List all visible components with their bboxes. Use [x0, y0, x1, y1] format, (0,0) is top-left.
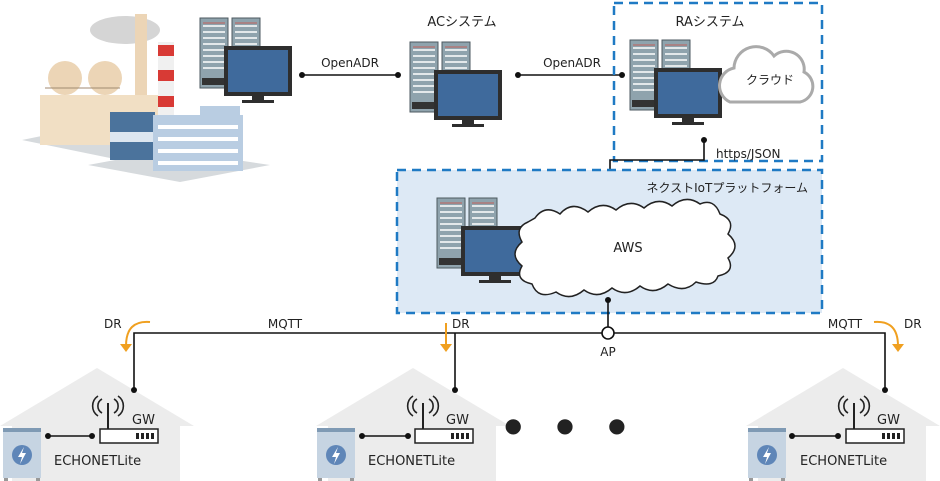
cloud-label: クラウド [746, 73, 794, 87]
ra-system-label: RAシステム [675, 15, 744, 30]
dr-arrow-icon [125, 320, 151, 347]
platform-label: ネクストIoTプラットフォーム [647, 181, 809, 195]
access-point-node [601, 326, 615, 340]
dr-label: DR [452, 317, 470, 331]
gw-label: GW [446, 413, 469, 428]
openadr-link-label-1: OpenADR [321, 56, 379, 70]
power-plant-illustration [22, 14, 270, 182]
aws-label: AWS [613, 241, 642, 256]
more-homes-ellipsis: ● ● ● [504, 413, 639, 437]
gw-label: GW [877, 413, 900, 428]
gw-label: GW [132, 413, 155, 428]
home-2: GW ECHONETLite DR [316, 317, 510, 481]
echonet-label: ECHONETLite [800, 454, 887, 469]
battery-icon [3, 428, 41, 481]
home-1: GW ECHONETLite DR [0, 317, 194, 481]
mqtt-label-right: MQTT [828, 317, 863, 331]
dr-label: DR [104, 317, 122, 331]
ac-system-label: ACシステム [427, 15, 496, 30]
https-json-label: https/JSON [716, 147, 781, 161]
battery-icon [317, 428, 355, 481]
mqtt-label-left: MQTT [268, 317, 303, 331]
ra-server-icon [629, 39, 723, 126]
ra-system-boundary [612, 1, 824, 163]
cloud-icon [718, 45, 815, 104]
openadr-link-label-2: OpenADR [543, 56, 601, 70]
dr-arrow-icon [873, 320, 899, 347]
home-3: GW ECHONETLite DR [746, 317, 940, 481]
battery-icon [748, 428, 786, 481]
ap-label: AP [600, 345, 615, 359]
dr-label: DR [904, 317, 922, 331]
echonet-label: ECHONETLite [54, 454, 141, 469]
plant-server-icon [199, 17, 293, 104]
aws-cloud-icon [514, 198, 736, 298]
ac-server-icon [409, 41, 503, 128]
echonet-label: ECHONETLite [368, 454, 455, 469]
